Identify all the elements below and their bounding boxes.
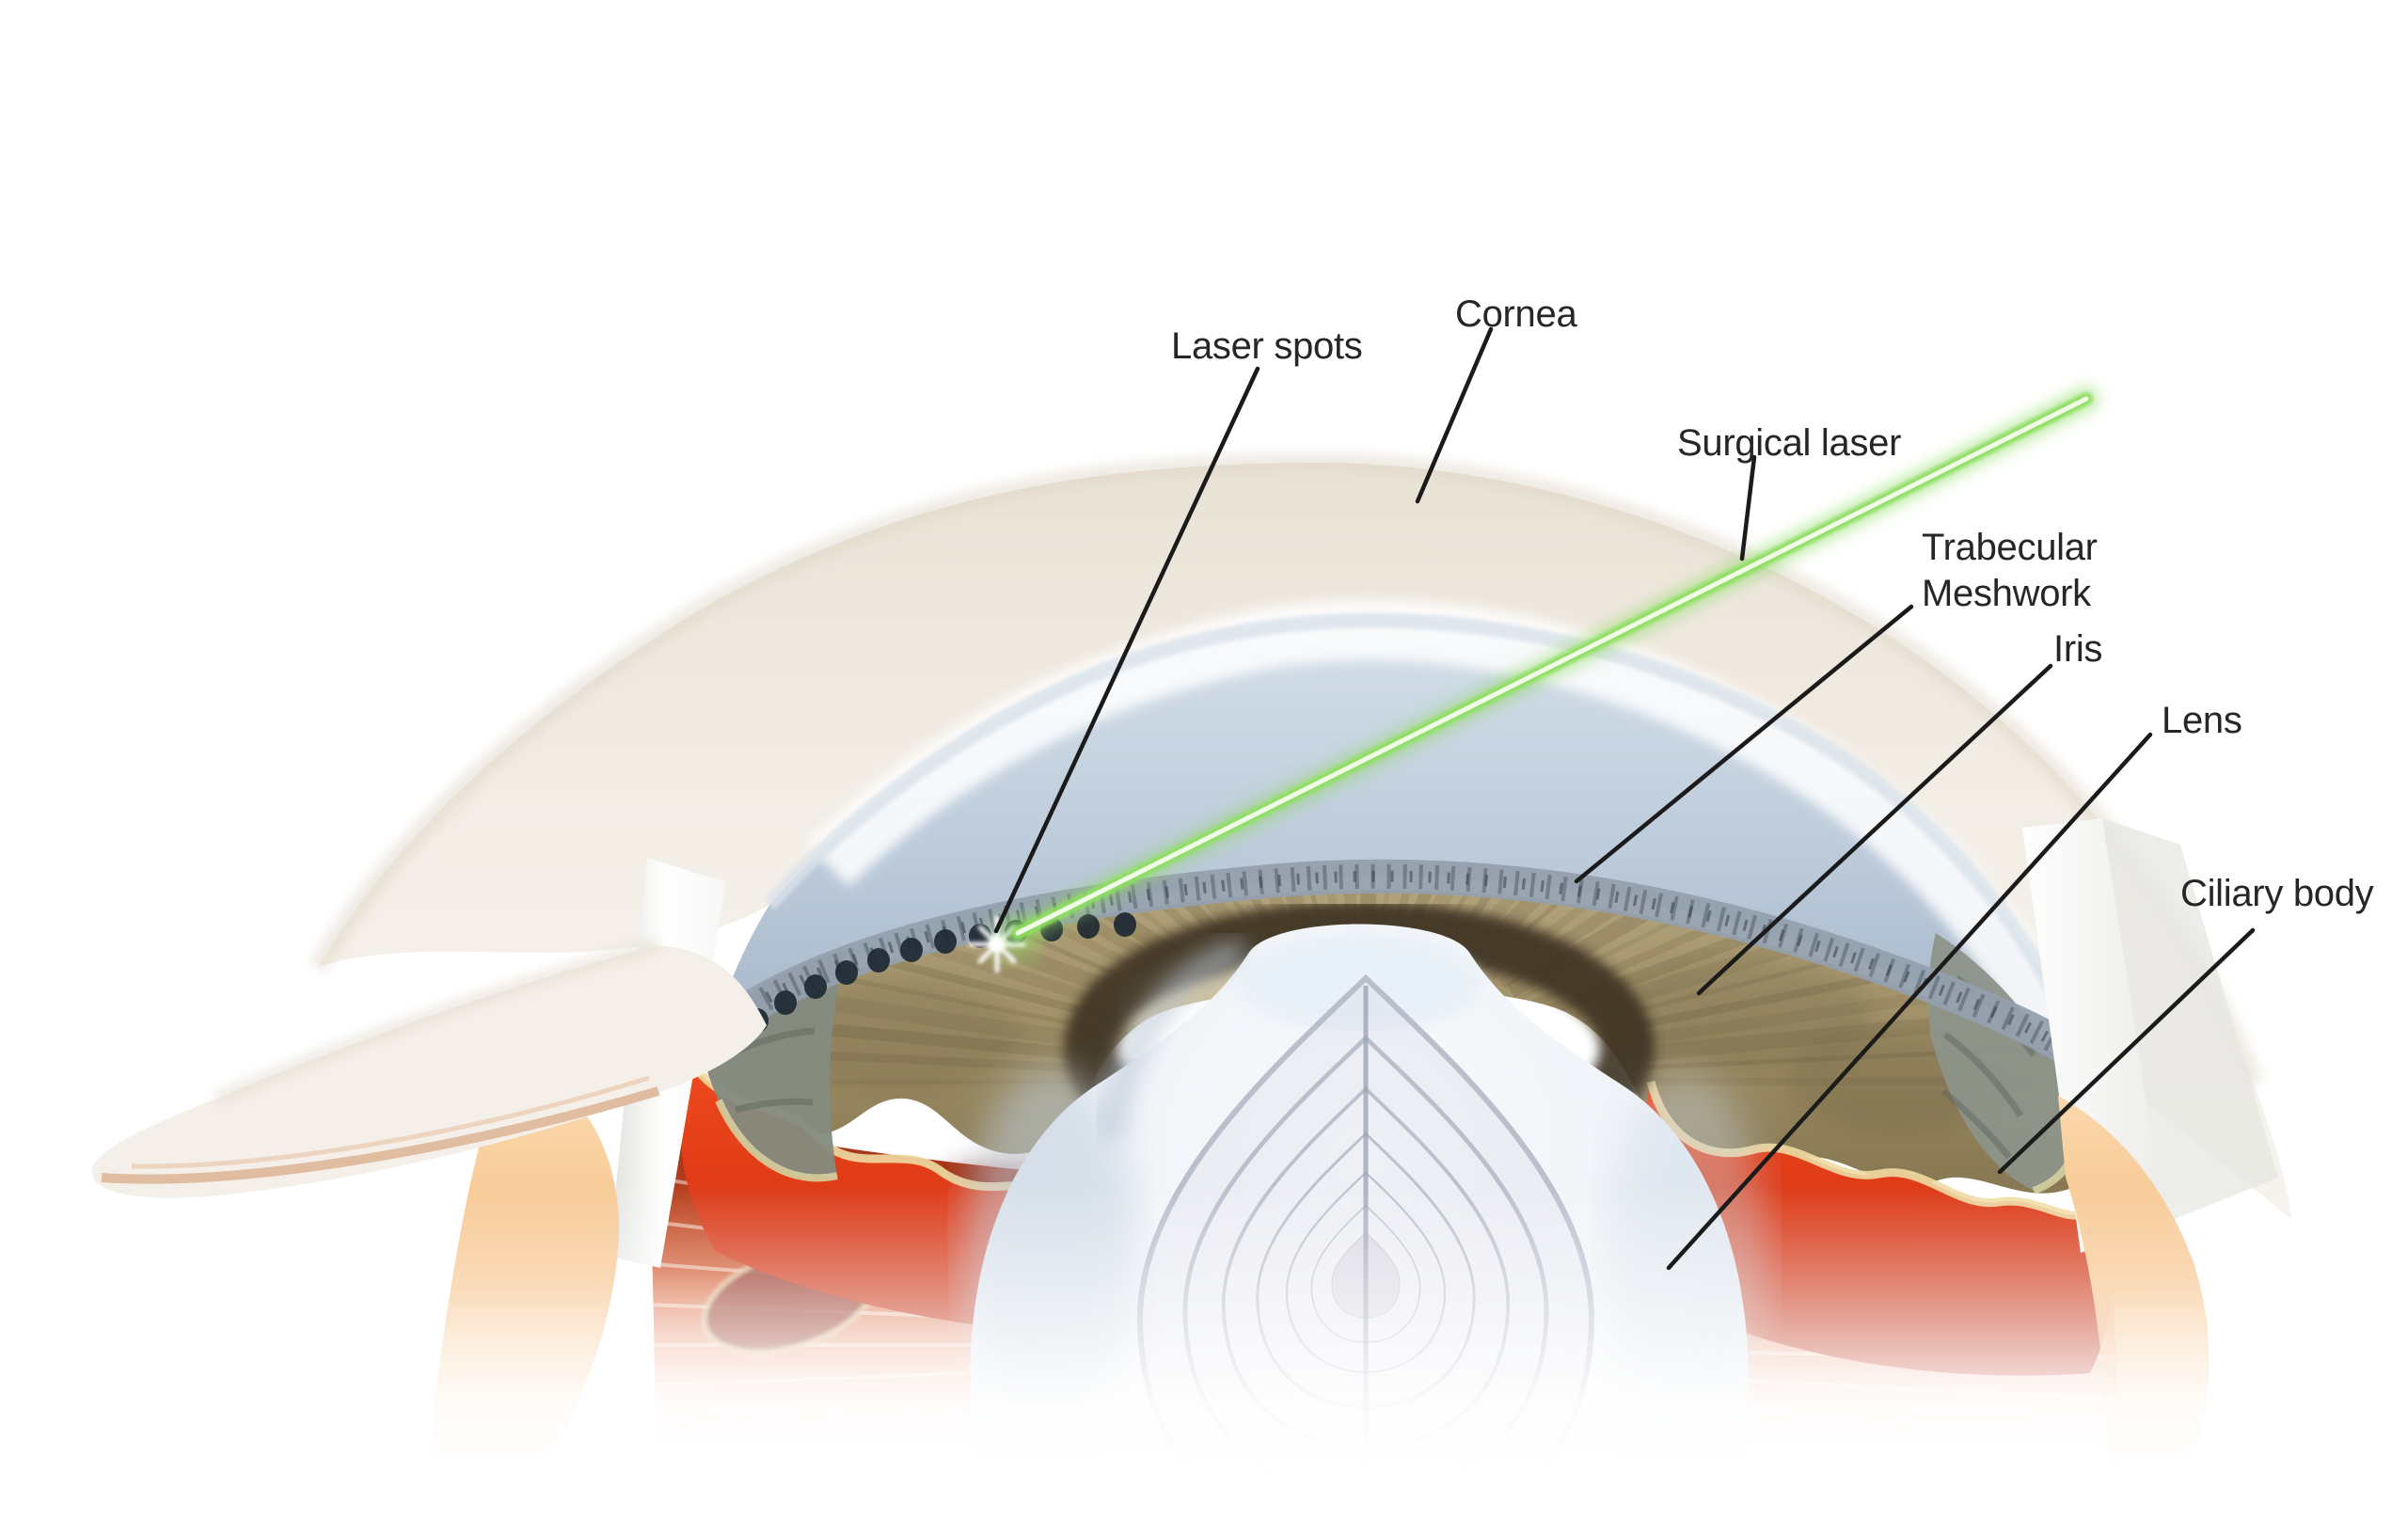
- leader-cornea: [1415, 326, 1494, 504]
- label-cornea: Cornea: [1455, 293, 1577, 335]
- leader-iris: [1696, 663, 2053, 996]
- label-trabecular-meshwork: Trabecular Meshwork: [1922, 527, 2098, 614]
- label-surgical-laser: Surgical laser: [1677, 422, 1902, 464]
- leader-trabecular-meshwork: [1574, 604, 1914, 884]
- leader-surgical-laser: [1739, 454, 1757, 562]
- laser-spot-dot: [867, 948, 890, 973]
- bottom-fade: [0, 1176, 2408, 1519]
- cut-plane-stripe-right: [2022, 818, 2165, 1253]
- label-laser-spots: Laser spots: [1171, 325, 1363, 367]
- laser-spot-dot: [1114, 912, 1136, 937]
- laser-spot-dot: [900, 938, 923, 962]
- laser-spot-dot: [835, 960, 858, 985]
- leader-laser-spots: [993, 366, 1260, 934]
- label-ciliary-body: Ciliary body: [2180, 873, 2374, 914]
- label-iris: Iris: [2053, 628, 2103, 670]
- trabecular-meshwork-band: [694, 859, 2107, 1082]
- leader-ciliary-body: [1997, 927, 2256, 1175]
- laser-spot-dot: [1077, 914, 1100, 939]
- laser-spot-dot: [774, 990, 797, 1015]
- surgical-laser-beam: [1003, 384, 2101, 948]
- cornea-sclera-shell: [309, 452, 2291, 1219]
- laser-spot-dot: [934, 929, 957, 954]
- leader-lines: [993, 326, 2256, 1271]
- leader-lens: [1666, 732, 2153, 1271]
- cut-plane-shadow-right: [2102, 818, 2278, 1223]
- label-lens: Lens: [2162, 700, 2242, 741]
- laser-spot-dot: [804, 974, 827, 999]
